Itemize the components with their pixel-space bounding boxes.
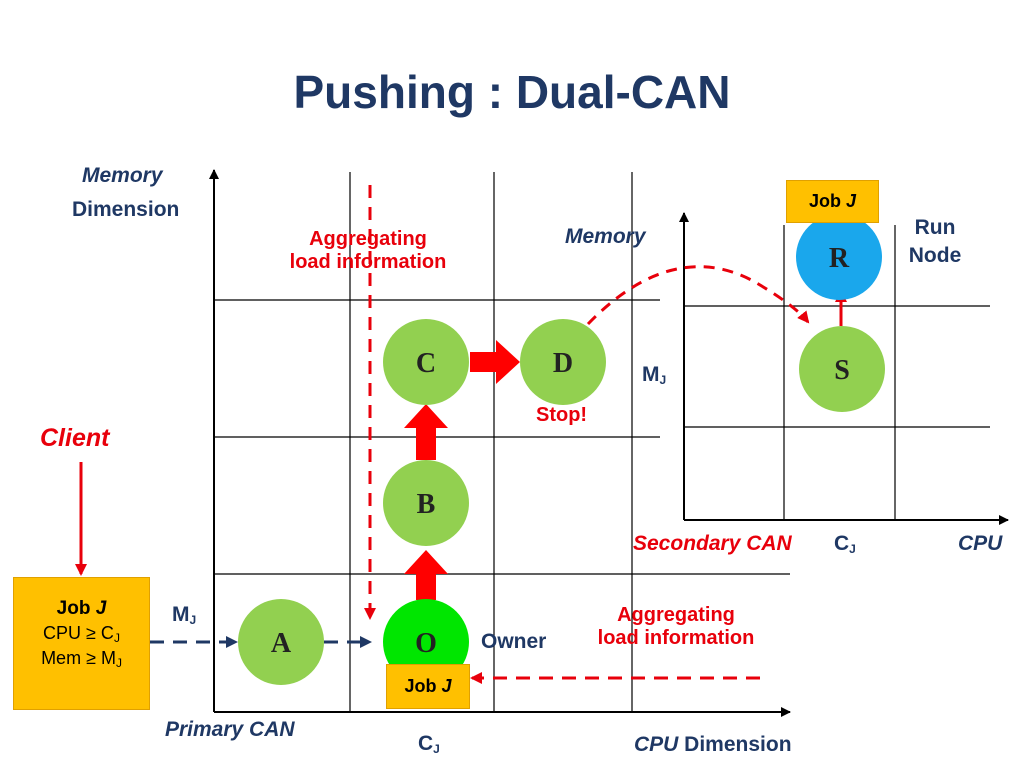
- block-arrow-c-to-d: [470, 340, 520, 384]
- owner-job-box: Job J: [386, 664, 470, 709]
- node-d: D: [520, 319, 606, 405]
- primary-mj-label: MJ: [172, 603, 197, 627]
- client-job-mem: Mem ≥ MJ: [41, 648, 122, 670]
- block-arrow-o-to-b: [404, 550, 448, 600]
- client-job-cpu: CPU ≥ CJ: [43, 623, 120, 645]
- secondary-grid: [684, 225, 990, 520]
- run-job-box: Job J: [786, 180, 879, 223]
- stop-label: Stop!: [536, 404, 588, 426]
- block-arrow-b-to-c: [404, 404, 448, 460]
- node-s: S: [799, 326, 885, 412]
- node-o-label: O: [415, 628, 437, 659]
- handoff-curve-arrow: [586, 265, 810, 326]
- secondary-cj-label: CJ: [834, 532, 856, 556]
- primary-cj-label: CJ: [418, 732, 440, 756]
- node-b-label: B: [417, 489, 436, 520]
- primary-x-axis-label: CPU Dimension: [634, 733, 792, 756]
- node-s-label: S: [834, 355, 850, 386]
- secondary-mj-label: MJ: [642, 363, 667, 387]
- secondary-x-axis-label: CPU: [958, 532, 1003, 555]
- node-b: B: [383, 460, 469, 546]
- client-job-title: Job J: [56, 598, 107, 619]
- secondary-y-axis-label: Memory: [565, 225, 646, 248]
- page-title: Pushing : Dual-CAN: [293, 66, 731, 118]
- node-o: O: [383, 599, 469, 685]
- node-c: C: [383, 319, 469, 405]
- primary-can-label: Primary CAN: [165, 718, 295, 741]
- node-r-label: R: [829, 243, 850, 274]
- owner-label: Owner: [481, 630, 547, 653]
- primary-y-axis-label-line1: Memory: [82, 164, 163, 187]
- node-d-label: D: [553, 348, 573, 379]
- secondary-can-label: Secondary CAN: [633, 532, 792, 555]
- primary-grid: [214, 172, 790, 712]
- primary-y-axis-label-line2: Dimension: [72, 198, 180, 221]
- client-job-box: Job J CPU ≥ CJ Mem ≥ MJ: [13, 577, 150, 710]
- node-c-label: C: [416, 348, 436, 379]
- aggregating-bottom-label: Aggregating load information: [597, 604, 755, 649]
- node-a: A: [238, 599, 324, 685]
- node-r: R: [796, 214, 882, 300]
- run-node-label: Run Node: [908, 216, 962, 268]
- aggregating-top-label: Aggregating load information: [289, 228, 447, 273]
- node-a-label: A: [271, 628, 292, 659]
- client-label: Client: [40, 424, 110, 452]
